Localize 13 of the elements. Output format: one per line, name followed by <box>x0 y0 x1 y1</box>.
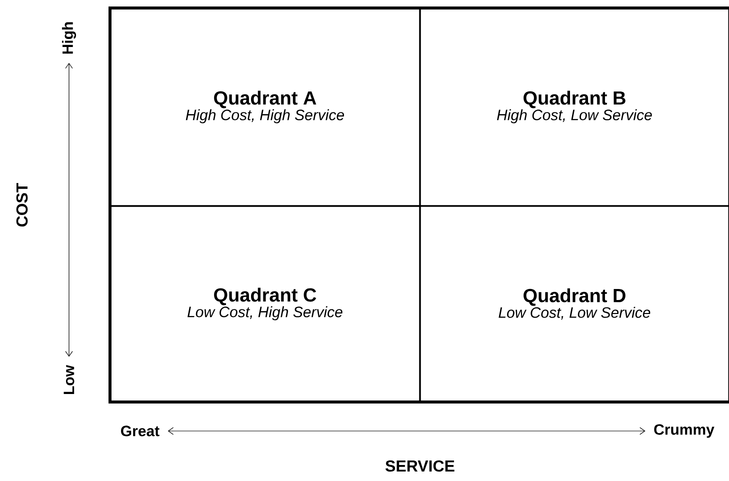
axis-end-label: High <box>62 22 76 54</box>
quadrant-box: Quadrant B High Cost, Low Service <box>419 7 729 207</box>
axis-title: SERVICE <box>385 460 454 472</box>
double-arrow <box>168 427 646 435</box>
axis-end-label: Great <box>121 426 160 436</box>
node-label: High Cost, High Service <box>186 109 344 124</box>
axis-end-label: Crummy <box>654 424 714 438</box>
quadrant-box: Quadrant D Low Cost, Low Service <box>419 205 729 403</box>
axis-title: COST <box>16 182 28 227</box>
node-label: Quadrant A <box>214 90 316 108</box>
quadrant-box: Quadrant C Low Cost, High Service <box>109 205 421 403</box>
axis-end-label: Low <box>64 364 74 394</box>
double-arrow <box>65 62 73 357</box>
